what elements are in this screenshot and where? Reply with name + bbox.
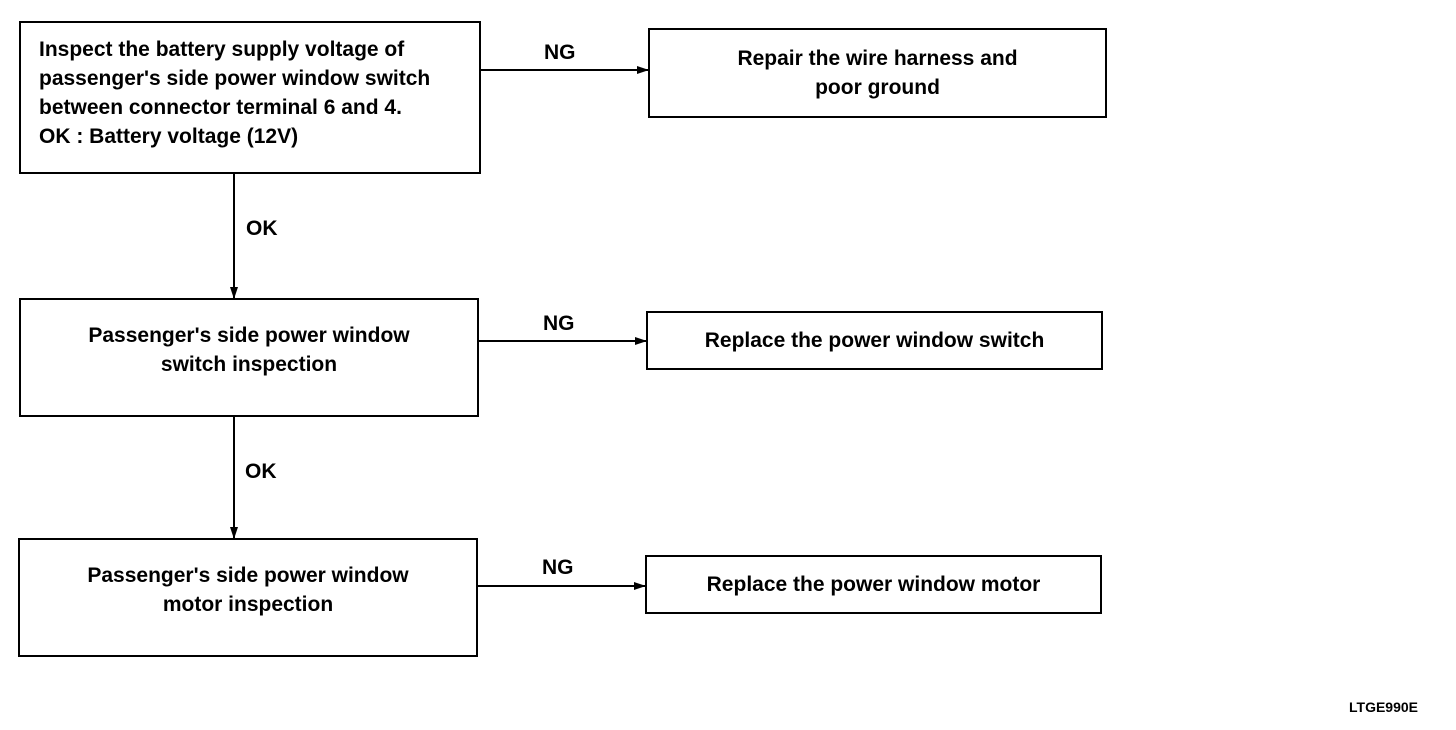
step2-line-1: Passenger's side power window bbox=[88, 324, 410, 347]
replace-motor-box: Replace the power window motor bbox=[645, 555, 1102, 614]
battery-voltage-inspection-box: Inspect the battery supply voltage of pa… bbox=[19, 21, 481, 174]
step3-line-1: Passenger's side power window bbox=[87, 564, 409, 587]
ng-label-3: NG bbox=[542, 556, 574, 579]
remedy2-line-1: Replace the power window switch bbox=[704, 329, 1045, 352]
remedy3-line-1: Replace the power window motor bbox=[706, 573, 1041, 596]
ng-label-1: NG bbox=[544, 41, 576, 64]
remedy1-line-1: Repair the wire harness and bbox=[737, 47, 1018, 70]
ok-label-1: OK bbox=[246, 217, 278, 240]
motor-inspection-box: Passenger's side power window motor insp… bbox=[18, 538, 478, 657]
ok-label-2: OK bbox=[245, 460, 277, 483]
figure-code: LTGE990E bbox=[1349, 699, 1418, 715]
step3-line-2: motor inspection bbox=[162, 593, 334, 616]
step1-line-2: passenger's side power window switch bbox=[39, 67, 431, 90]
step1-line-4: OK : Battery voltage (12V) bbox=[39, 125, 299, 148]
step1-line-3: between connector terminal 6 and 4. bbox=[39, 96, 402, 119]
step1-line-1: Inspect the battery supply voltage of bbox=[39, 38, 405, 61]
repair-wire-harness-box: Repair the wire harness and poor ground bbox=[648, 28, 1107, 118]
replace-switch-box: Replace the power window switch bbox=[646, 311, 1103, 370]
remedy1-line-2: poor ground bbox=[815, 76, 940, 99]
ng-label-2: NG bbox=[543, 312, 575, 335]
step2-line-2: switch inspection bbox=[160, 353, 338, 376]
switch-inspection-box: Passenger's side power window switch ins… bbox=[19, 298, 479, 417]
